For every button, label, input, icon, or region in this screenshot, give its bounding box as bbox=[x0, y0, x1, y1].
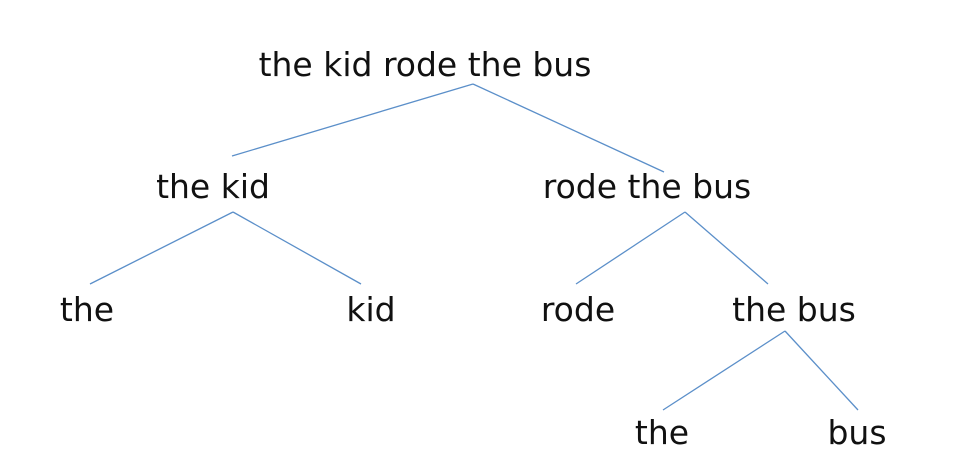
node-det-object: the bbox=[635, 413, 689, 452]
node-root: the kid rode the bus bbox=[259, 45, 592, 84]
node-noun-object: bus bbox=[827, 413, 886, 452]
node-det-subject: the bbox=[60, 290, 114, 329]
edge-root-to-vp bbox=[472, 83, 665, 173]
edge-np-object-to-det bbox=[662, 330, 786, 411]
node-np-object: the bus bbox=[732, 290, 856, 329]
edge-vp-to-np-object bbox=[684, 211, 769, 285]
node-verb: rode bbox=[541, 290, 615, 329]
edge-np-object-to-noun bbox=[784, 330, 859, 411]
node-np-subject: the kid bbox=[156, 167, 270, 206]
edge-vp-to-verb bbox=[575, 211, 686, 285]
edge-root-to-np-subject bbox=[231, 83, 474, 157]
edge-np-subject-to-noun bbox=[232, 211, 362, 285]
edge-np-subject-to-det bbox=[89, 211, 234, 285]
node-noun-subject: kid bbox=[346, 290, 395, 329]
node-vp: rode the bus bbox=[543, 167, 751, 206]
